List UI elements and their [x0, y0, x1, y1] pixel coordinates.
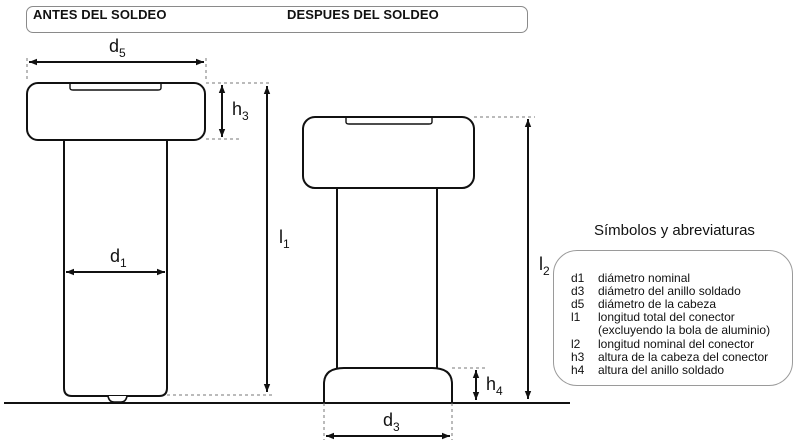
legend-symbol: h3	[571, 350, 585, 364]
legend-description: longitud total del conector	[598, 310, 735, 324]
legend-description: diámetro nominal	[598, 271, 691, 285]
l1-label: l1	[279, 227, 290, 251]
stud-head-after	[302, 116, 475, 189]
after-welding-label: DESPUES DEL SOLDEO	[287, 7, 439, 22]
legend-description: (excluyendo la bola de aluminio)	[598, 323, 771, 337]
legend-symbol: d3	[571, 284, 585, 298]
weld-collar	[323, 367, 453, 402]
legend-description: altura de la cabeza del conector	[598, 350, 769, 364]
legend-symbol: l1	[571, 310, 581, 324]
legend-box	[553, 250, 793, 386]
header-bar	[26, 6, 528, 33]
legend-symbol: d1	[571, 271, 585, 285]
stud-after-welding	[302, 116, 475, 402]
aluminium-ball-tip	[107, 395, 128, 403]
h3-label: h3	[232, 99, 249, 123]
legend-symbol: l2	[571, 337, 581, 351]
stud-head-before	[26, 82, 206, 141]
d1-label: d1	[110, 246, 127, 270]
legend-description: diámetro del anillo soldado	[598, 284, 741, 298]
legend-description: diámetro de la cabeza	[598, 297, 717, 311]
stud-shank-before	[63, 140, 168, 397]
legend-title: Símbolos y abreviaturas	[594, 222, 755, 239]
d5-label: d5	[109, 36, 126, 60]
legend-description: altura del anillo soldado	[598, 363, 725, 377]
l2-label: l2	[539, 254, 550, 278]
legend-symbol: h4	[571, 363, 585, 377]
stud-before-welding	[26, 82, 206, 403]
h4-label: h4	[486, 374, 503, 398]
before-welding-label: ANTES DEL SOLDEO	[33, 7, 167, 22]
legend-description: longitud nominal del conector	[598, 337, 755, 351]
legend-symbol: d5	[571, 297, 585, 311]
d3-label: d3	[383, 410, 400, 434]
